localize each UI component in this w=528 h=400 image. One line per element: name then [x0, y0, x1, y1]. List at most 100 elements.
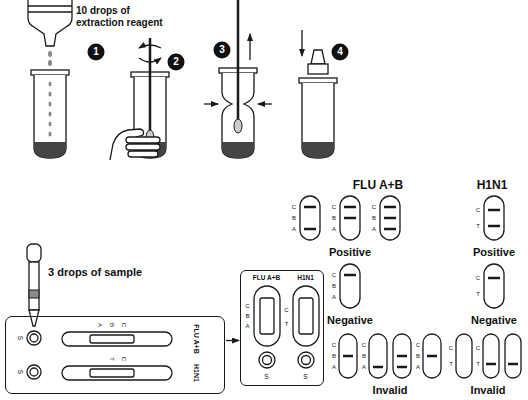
- band-letter: C: [332, 204, 336, 211]
- step-number: 2: [173, 56, 179, 68]
- flow-arrow: [226, 340, 239, 341]
- band-letter: A: [332, 226, 336, 233]
- result-window: [380, 196, 400, 240]
- tube-rim: [299, 78, 337, 83]
- cassette-label: H1N1: [192, 364, 200, 382]
- band-letter: T: [108, 357, 115, 361]
- band-letter: B: [332, 283, 336, 290]
- result-window: [393, 334, 411, 378]
- test-band: [508, 363, 518, 366]
- cassette-label: FLU A+B: [192, 324, 200, 354]
- band-letter: T: [476, 291, 480, 298]
- drop: [49, 112, 52, 117]
- result-label: Positive: [473, 246, 515, 259]
- sample-well: [30, 368, 38, 376]
- dropper-cap: [308, 64, 328, 74]
- bottle-ridge: [28, 5, 72, 6]
- result-window: [339, 334, 357, 378]
- band-letter: B: [292, 215, 296, 222]
- band-letter: A: [372, 226, 376, 233]
- result-window: [484, 196, 504, 240]
- band-letter: B: [332, 353, 336, 360]
- band-letter: B: [108, 322, 115, 326]
- band-letter: C: [476, 275, 480, 282]
- drop: [49, 132, 52, 137]
- result-window: [484, 264, 504, 308]
- sample-well: [302, 356, 311, 365]
- finger: [126, 137, 160, 143]
- step-disc: [88, 44, 105, 61]
- drop: [49, 122, 52, 127]
- result-window: [505, 334, 521, 378]
- extraction-tube: [34, 75, 66, 158]
- drop: [48, 51, 52, 57]
- band-letter: A: [416, 364, 420, 371]
- sample-well: [27, 331, 41, 345]
- result-window: [369, 334, 387, 378]
- band-letter: C: [284, 306, 288, 313]
- band-letter: B: [416, 353, 420, 360]
- test-band: [397, 366, 407, 369]
- dropper-cap: [311, 50, 325, 64]
- band-letter: T: [476, 223, 480, 230]
- band-letter: C: [332, 342, 336, 349]
- result-window: [340, 196, 360, 240]
- sample-well: [30, 334, 38, 342]
- result-window: [293, 286, 319, 346]
- tube-rim: [31, 70, 69, 75]
- reagent-bottle: [28, 0, 72, 46]
- band-letter: T: [285, 320, 289, 327]
- test-band: [486, 363, 496, 366]
- band-letter: A: [245, 322, 249, 329]
- band-letter: B: [372, 215, 376, 222]
- test-band: [397, 355, 407, 358]
- result-window: [300, 196, 320, 240]
- band-letter: B: [362, 353, 366, 360]
- result-label: Negative: [327, 314, 373, 327]
- test-band: [384, 228, 396, 231]
- test-band: [344, 217, 356, 220]
- tube-liquid: [302, 142, 334, 158]
- band-letter: C: [332, 272, 336, 279]
- step-number: 3: [219, 44, 225, 56]
- result-window: [62, 332, 172, 346]
- sample-well: [263, 356, 272, 365]
- tube-liquid: [222, 142, 254, 158]
- well-label: S: [264, 373, 268, 380]
- test-cassette: SABCFLU A+BSTCH1N1: [5, 316, 225, 394]
- panel-heading: H1N1: [477, 179, 508, 193]
- reading-zone: [260, 298, 274, 334]
- finger: [126, 144, 160, 150]
- band-letter: C: [416, 342, 420, 349]
- instruction-text: 10 drops of extraction reagent: [76, 5, 176, 28]
- drop: [49, 82, 52, 87]
- test-band: [304, 206, 316, 209]
- test-band: [488, 277, 500, 280]
- test-band: [344, 274, 356, 277]
- sample-dropper: [29, 262, 39, 310]
- result-label: Invalid: [471, 384, 506, 397]
- result-window: [340, 264, 360, 308]
- tube-liquid: [34, 142, 66, 158]
- test-band: [304, 228, 316, 231]
- result-window: [456, 334, 472, 378]
- well-label: S: [16, 335, 23, 339]
- band-letter: A: [292, 226, 296, 233]
- squeeze-arrow: [258, 103, 272, 104]
- rotate-arrow: [139, 45, 161, 48]
- dropper-band: [29, 290, 39, 298]
- panel-heading: FLU A+B: [353, 179, 404, 193]
- band-letter: T: [476, 361, 480, 368]
- cassette-label: H1N1: [297, 274, 314, 281]
- sample-well: [27, 365, 41, 379]
- finger: [128, 151, 158, 157]
- band-letter: C: [476, 345, 480, 352]
- band-letter: C: [449, 345, 453, 352]
- band-letter: B: [245, 312, 249, 319]
- dropper-tip: [29, 310, 39, 326]
- test-band: [373, 366, 383, 369]
- reading-zone: [90, 335, 134, 343]
- drop: [49, 92, 52, 97]
